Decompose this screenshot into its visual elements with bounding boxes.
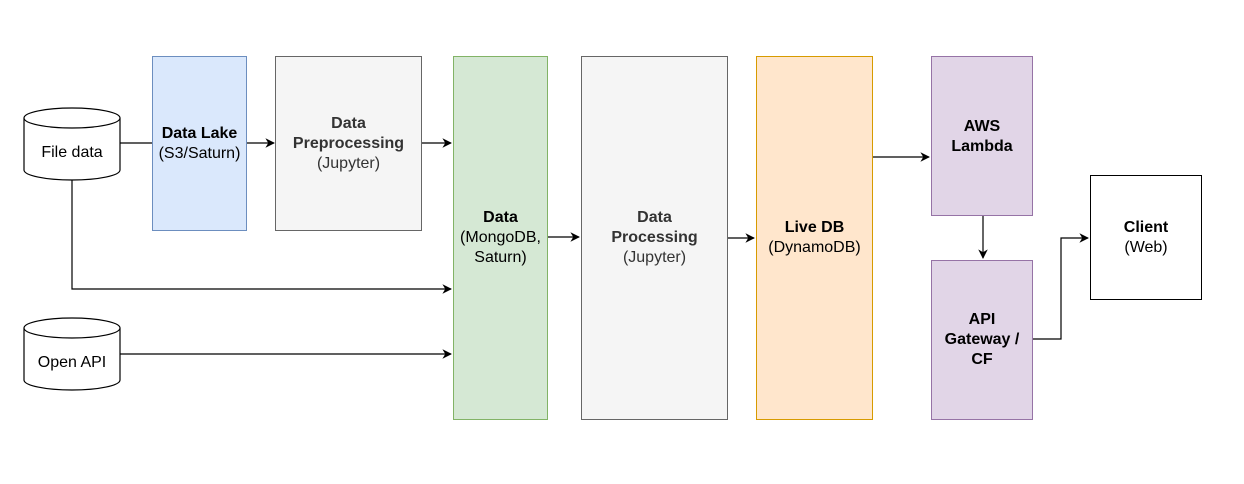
data-processing-title-1: Data xyxy=(637,209,672,226)
file-data-label: File data xyxy=(41,144,103,161)
edge-filedata-data xyxy=(71,180,452,294)
api-gateway-title-3: CF xyxy=(971,351,993,368)
data-store-sub-1: (MongoDB, xyxy=(460,229,541,246)
live-db-node: Live DB (DynamoDB) xyxy=(756,56,873,420)
client-node: Client (Web) xyxy=(1090,175,1202,300)
aws-lambda-title-2: Lambda xyxy=(951,138,1013,155)
open-api-label: Open API xyxy=(37,354,107,371)
data-lake-sub: (S3/Saturn) xyxy=(158,144,241,162)
data-lake-title: Data Lake xyxy=(161,124,238,142)
client-sub: (Web) xyxy=(1124,238,1168,256)
data-store-sub-2: Saturn) xyxy=(474,249,527,266)
data-preprocessing-sub: (Jupyter) xyxy=(316,154,381,172)
api-gateway-title-1: API xyxy=(968,311,996,328)
data-processing-sub: (Jupyter) xyxy=(622,249,687,266)
data-preprocessing-title-1: Data xyxy=(331,114,366,132)
api-gateway-node: API Gateway / CF xyxy=(931,260,1033,420)
data-processing-node: Data Processing (Jupyter) xyxy=(581,56,728,420)
data-lake-node: Data Lake (S3/Saturn) xyxy=(152,56,247,231)
open-api-cylinder xyxy=(23,317,121,391)
aws-lambda-title-1: AWS xyxy=(963,118,1001,135)
data-store-title: Data xyxy=(483,209,518,226)
data-preprocessing-node: Data Preprocessing (Jupyter) xyxy=(275,56,422,231)
aws-lambda-node: AWS Lambda xyxy=(931,56,1033,216)
edge-apigateway-client xyxy=(1033,233,1089,340)
file-data-cylinder xyxy=(23,107,121,181)
data-store-node: Data (MongoDB, Saturn) xyxy=(453,56,548,420)
client-title: Client xyxy=(1123,218,1169,236)
data-preprocessing-title-2: Preprocessing xyxy=(292,134,405,152)
api-gateway-title-2: Gateway / xyxy=(944,331,1020,348)
live-db-title: Live DB xyxy=(784,219,845,236)
live-db-sub: (DynamoDB) xyxy=(768,239,861,256)
data-processing-title-2: Processing xyxy=(611,229,698,246)
